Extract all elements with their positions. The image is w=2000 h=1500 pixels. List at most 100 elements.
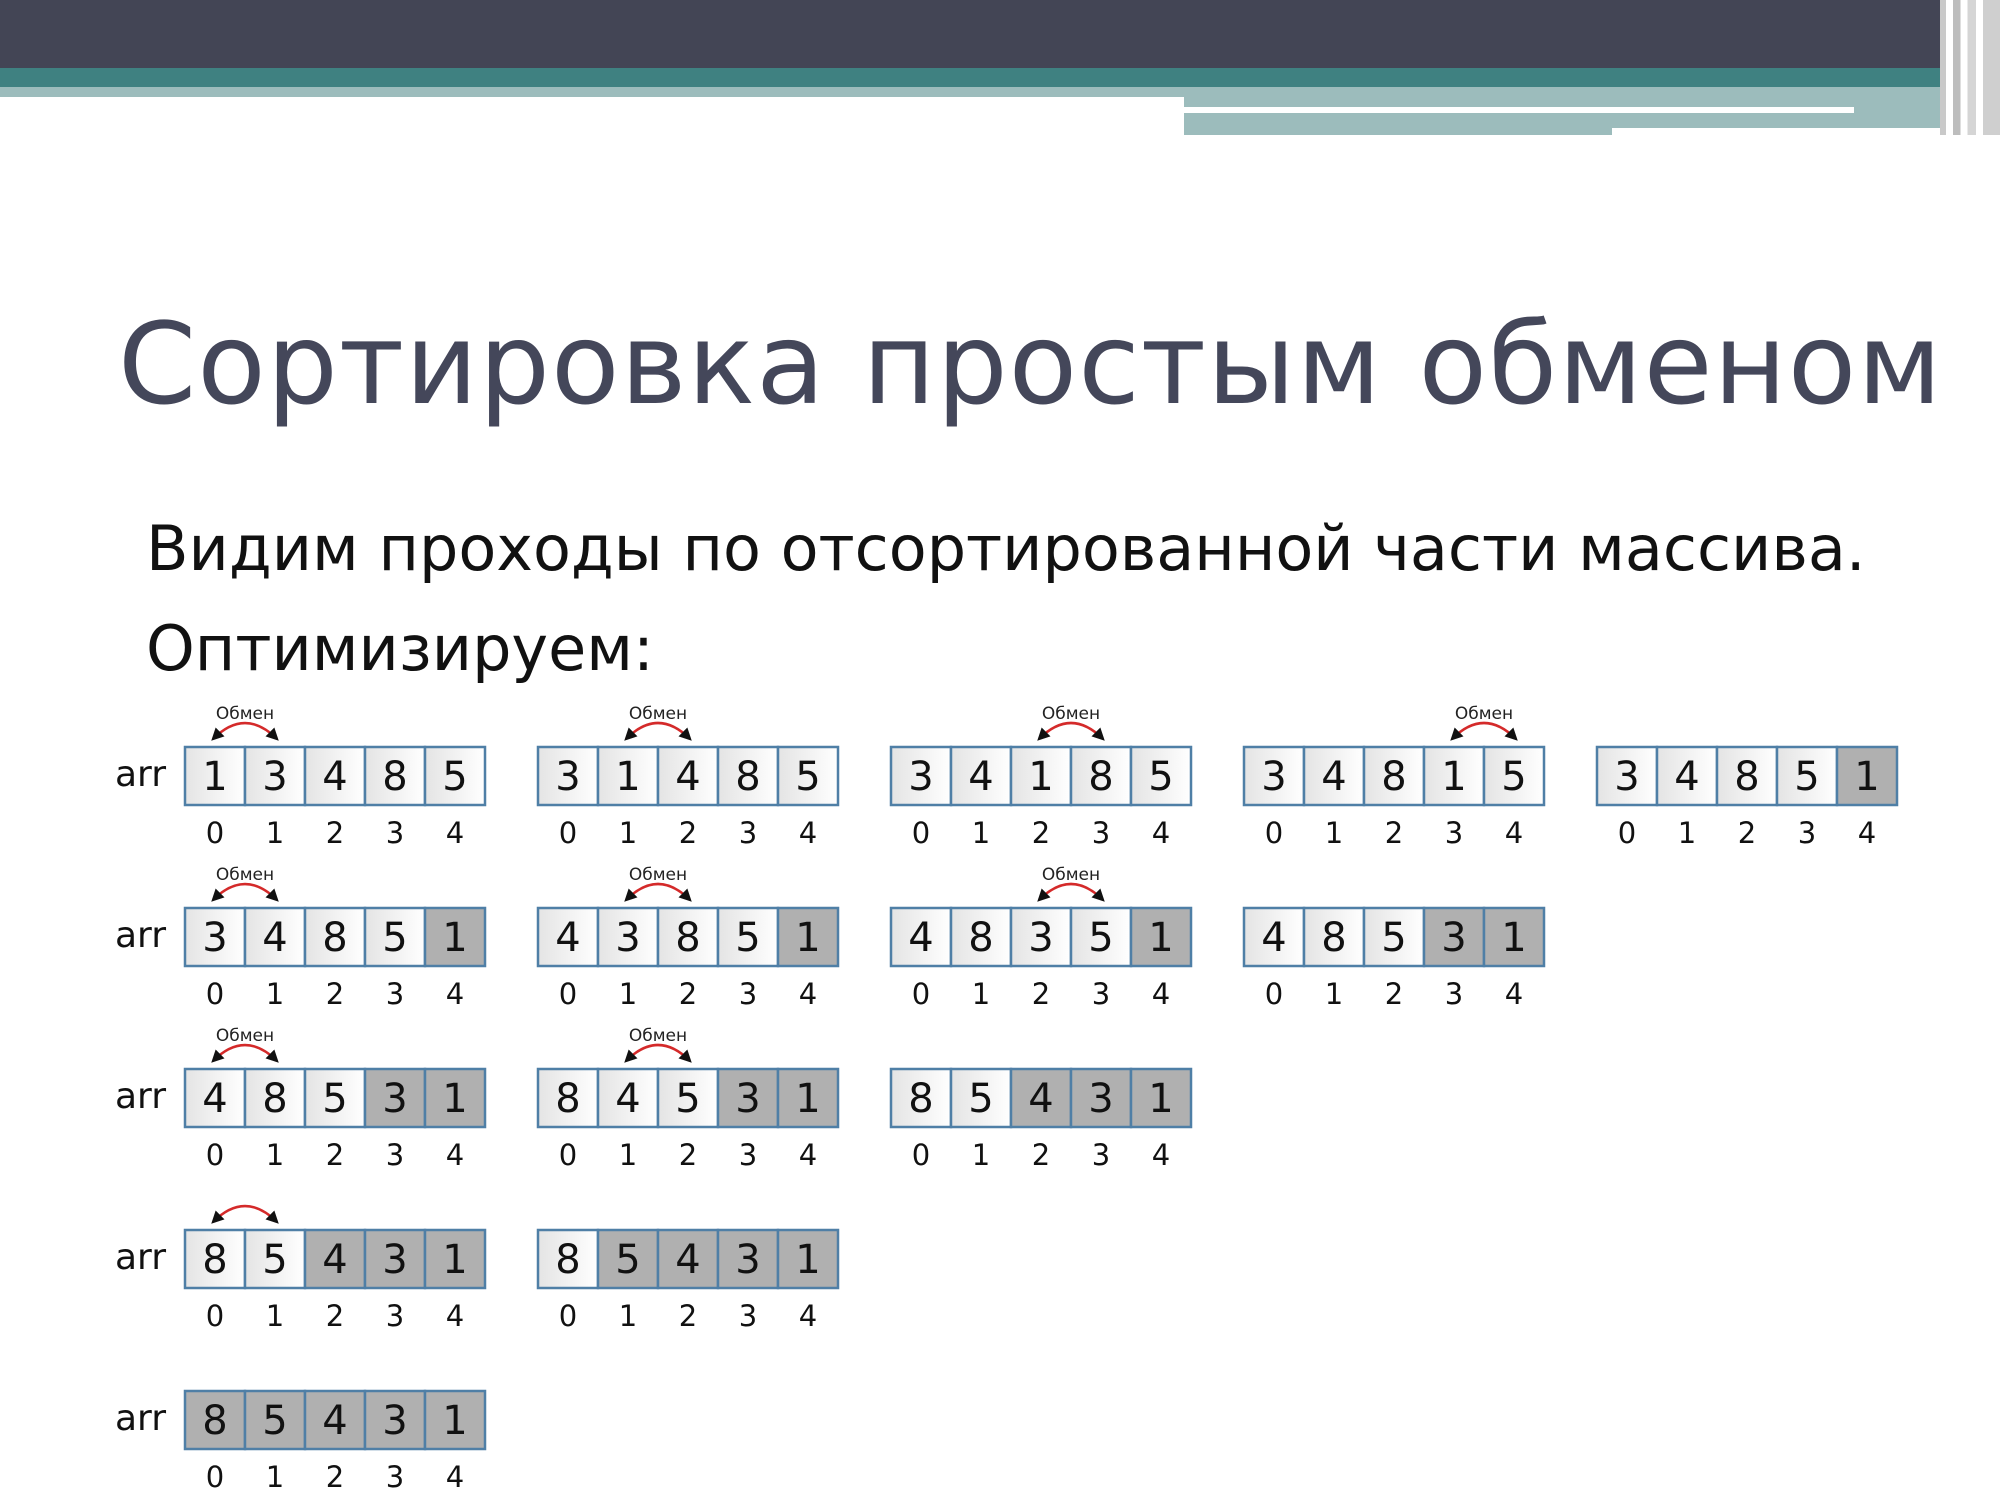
index-label: 4 — [1152, 816, 1170, 850]
index-label: 3 — [1445, 816, 1463, 850]
cell-value: 5 — [615, 1237, 640, 1283]
array-cell — [776, 1067, 840, 1129]
index-label: 1 — [266, 816, 284, 850]
index-label: 3 — [386, 977, 404, 1011]
array-cell — [889, 745, 953, 807]
array-cell — [716, 745, 780, 807]
index-label: 1 — [266, 1460, 284, 1494]
cell-value: 5 — [1088, 915, 1113, 961]
index-label: 4 — [799, 1138, 817, 1172]
index-label: 1 — [619, 1299, 637, 1333]
cell-value: 3 — [1028, 915, 1053, 961]
cell-value: 1 — [442, 1398, 467, 1444]
cell-value: 5 — [1381, 915, 1406, 961]
body-line-1: Видим проходы по отсортированной части м… — [146, 512, 1866, 585]
swap-arrow — [1037, 882, 1105, 902]
index-label: 1 — [972, 1138, 990, 1172]
slide-title: Сортировка простым обменом — [118, 300, 1943, 430]
array-cell — [1482, 906, 1546, 968]
array-cell — [1129, 745, 1193, 807]
header-right-accent — [1940, 0, 2000, 135]
cell-value: 8 — [675, 915, 700, 961]
cell-value: 3 — [382, 1398, 407, 1444]
array-cell — [1775, 745, 1839, 807]
swap-arrow — [624, 1043, 692, 1063]
index-label: 1 — [619, 977, 637, 1011]
index-label: 2 — [1032, 977, 1050, 1011]
header-dark-bar — [0, 0, 2000, 68]
cell-value: 1 — [1028, 754, 1053, 800]
array-cell — [776, 1228, 840, 1290]
cell-value: 1 — [615, 754, 640, 800]
array-cell — [303, 906, 367, 968]
index-label: 3 — [1092, 1138, 1110, 1172]
index-label: 4 — [446, 1299, 464, 1333]
swap-label: Обмен — [1042, 865, 1100, 885]
index-label: 0 — [559, 1138, 577, 1172]
index-label: 3 — [1092, 977, 1110, 1011]
cell-value: 4 — [1028, 1076, 1053, 1122]
cell-value: 5 — [675, 1076, 700, 1122]
swap-arrow — [624, 721, 692, 741]
index-label: 2 — [326, 816, 344, 850]
header-white-stripe-2 — [1612, 128, 1960, 135]
cell-value: 3 — [382, 1237, 407, 1283]
index-label: 4 — [446, 1460, 464, 1494]
index-label: 0 — [559, 816, 577, 850]
swap-label: Обмен — [629, 1026, 687, 1046]
index-label: 0 — [559, 1299, 577, 1333]
index-label: 4 — [799, 1299, 817, 1333]
index-label: 1 — [619, 1138, 637, 1172]
swap-arrow — [1450, 721, 1518, 741]
cell-value: 4 — [908, 915, 933, 961]
swap-label: Обмен — [629, 865, 687, 885]
index-label: 3 — [739, 977, 757, 1011]
cell-value: 4 — [675, 754, 700, 800]
swap-label: Обмен — [216, 704, 274, 724]
index-label: 4 — [1858, 816, 1876, 850]
swap-arrow — [1037, 721, 1105, 741]
array-cell — [1835, 745, 1899, 807]
array-cell — [776, 906, 840, 968]
cell-value: 3 — [1441, 915, 1466, 961]
index-label: 2 — [1032, 816, 1050, 850]
array-cell — [536, 1228, 600, 1290]
swap-label: Обмен — [216, 1026, 274, 1046]
index-label: 3 — [386, 1299, 404, 1333]
array-cell — [243, 906, 307, 968]
cell-value: 4 — [1674, 754, 1699, 800]
cell-value: 4 — [202, 1076, 227, 1122]
array-cell — [596, 1067, 660, 1129]
array-cell — [889, 906, 953, 968]
array-cell — [949, 1067, 1013, 1129]
cell-value: 3 — [202, 915, 227, 961]
swap-arrow — [211, 1043, 279, 1063]
cell-value: 8 — [202, 1237, 227, 1283]
cell-value: 5 — [1501, 754, 1526, 800]
swap-label: Обмен — [1042, 704, 1100, 724]
array-cell — [1129, 1067, 1193, 1129]
cell-value: 1 — [795, 1237, 820, 1283]
cell-value: 3 — [382, 1076, 407, 1122]
index-label: 1 — [266, 977, 284, 1011]
index-label: 3 — [1445, 977, 1463, 1011]
array-label: arr — [115, 1076, 166, 1117]
index-label: 1 — [1678, 816, 1696, 850]
cell-value: 4 — [322, 754, 347, 800]
swap-arrow — [211, 882, 279, 902]
index-label: 3 — [739, 1138, 757, 1172]
array-cell — [596, 745, 660, 807]
cell-value: 5 — [382, 915, 407, 961]
index-label: 1 — [1325, 816, 1343, 850]
array-cell — [183, 1389, 247, 1451]
index-label: 2 — [1738, 816, 1756, 850]
array-cell — [536, 906, 600, 968]
index-label: 0 — [206, 1138, 224, 1172]
cell-value: 8 — [382, 754, 407, 800]
swap-arrow — [211, 721, 279, 741]
cell-value: 3 — [1261, 754, 1286, 800]
cell-value: 8 — [555, 1076, 580, 1122]
index-label: 3 — [386, 1460, 404, 1494]
index-label: 3 — [386, 816, 404, 850]
